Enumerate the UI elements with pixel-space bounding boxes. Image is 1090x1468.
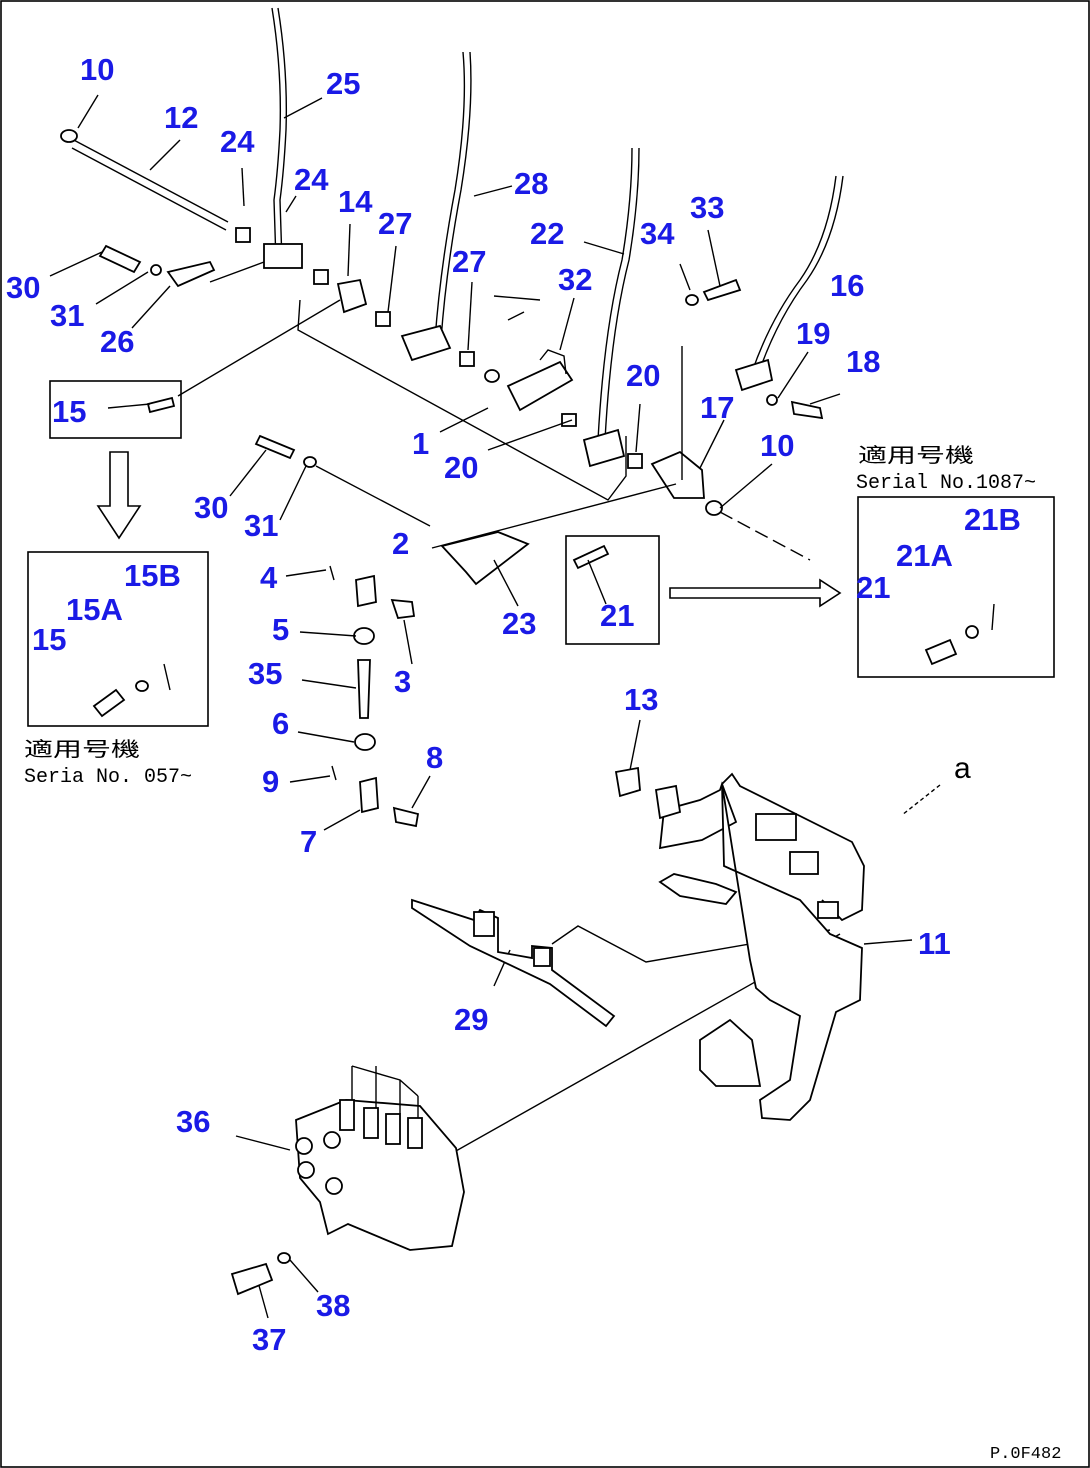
lever-22 — [582, 147, 640, 468]
callout-10b: 10 — [760, 428, 794, 463]
bracket-13 — [614, 766, 682, 820]
detail-box-left — [27, 551, 209, 727]
callout-21B: 21B — [964, 502, 1021, 537]
detail-left-parts — [92, 663, 171, 718]
small-parts — [98, 227, 824, 516]
callout-19: 19 — [796, 316, 830, 351]
callout-12: 12 — [164, 100, 198, 135]
callout-24b: 24 — [294, 162, 329, 197]
callout-6: 6 — [272, 706, 289, 741]
callout-24: 24 — [220, 124, 255, 159]
callout-31b: 31 — [244, 508, 278, 543]
callout-36: 36 — [176, 1104, 210, 1139]
callout-21-detail: 21 — [856, 570, 890, 605]
callouts: 10 12 24 25 24 14 27 28 22 34 33 16 30 3… — [6, 52, 1021, 1357]
callout-37: 37 — [252, 1322, 286, 1357]
callout-30: 30 — [6, 270, 40, 305]
callout-13: 13 — [624, 682, 658, 717]
callout-38: 38 — [316, 1288, 350, 1323]
detail-box-right — [857, 496, 1055, 678]
callout-10: 10 — [80, 52, 114, 87]
callout-2: 2 — [392, 526, 409, 561]
callout-34: 34 — [640, 216, 675, 251]
callout-4: 4 — [260, 560, 278, 595]
callout-30b: 30 — [194, 490, 228, 525]
detail-box-21 — [565, 535, 660, 645]
callout-32: 32 — [558, 262, 592, 297]
part-21 — [572, 544, 610, 570]
serial-note-left-jp: 適用号機 — [24, 738, 140, 763]
callout-5: 5 — [272, 612, 289, 647]
callout-3: 3 — [394, 664, 411, 699]
callout-15B: 15B — [124, 558, 181, 593]
detail-right-parts — [924, 603, 995, 666]
serial-note-left: Seria No. 057~ — [24, 766, 192, 789]
callout-7: 7 — [300, 824, 317, 859]
callout-33: 33 — [690, 190, 724, 225]
callout-15-detail: 15 — [32, 622, 66, 657]
callout-27: 27 — [378, 206, 412, 241]
callout-27b: 27 — [452, 244, 486, 279]
callout-8: 8 — [426, 740, 443, 775]
callout-21: 21 — [600, 598, 634, 633]
callout-20b: 20 — [626, 358, 660, 393]
plate-1 — [297, 299, 627, 501]
plate-29 — [411, 898, 616, 1028]
callout-35: 35 — [248, 656, 282, 691]
serial-note-right: Serial No.1087~ — [856, 472, 1036, 495]
callout-14: 14 — [338, 184, 373, 219]
callout-29: 29 — [454, 1002, 488, 1037]
callout-11: 11 — [918, 926, 951, 961]
stopper-23 — [440, 531, 530, 586]
callout-26: 26 — [100, 324, 134, 359]
linkage-stack — [329, 565, 420, 828]
frame-11 — [658, 772, 865, 1121]
callout-9: 9 — [262, 764, 279, 799]
callout-15: 15 — [52, 394, 86, 429]
lever-16 — [734, 175, 844, 392]
bracket-32 — [506, 349, 574, 412]
callout-28: 28 — [514, 166, 548, 201]
serial-notes: 適用号機 Seria No. 057~ 適用号機 Serial No.1087~ — [24, 444, 1036, 789]
down-arrow — [96, 451, 142, 540]
right-arrow — [669, 578, 842, 608]
callout-20: 20 — [444, 450, 478, 485]
detail-box-15 — [49, 380, 182, 439]
callout-1: 1 — [412, 426, 429, 461]
callout-17: 17 — [700, 390, 734, 425]
callout-21A: 21A — [896, 538, 953, 573]
callout-18: 18 — [846, 344, 880, 379]
callout-25: 25 — [326, 66, 360, 101]
callout-22: 22 — [530, 216, 564, 251]
callout-23: 23 — [502, 606, 536, 641]
callout-31: 31 — [50, 298, 84, 333]
lever-28 — [400, 51, 472, 362]
figure-code: P.0F482 — [990, 1445, 1061, 1464]
callout-16: 16 — [830, 268, 864, 303]
serial-note-right-jp: 適用号機 — [858, 444, 974, 469]
bracket-17 — [650, 346, 705, 499]
control-valve-36 — [230, 1065, 465, 1296]
rod-12 — [60, 129, 229, 231]
view-marker-a: a — [954, 752, 971, 785]
callout-15A: 15A — [66, 592, 123, 627]
lever-25 — [263, 7, 303, 269]
